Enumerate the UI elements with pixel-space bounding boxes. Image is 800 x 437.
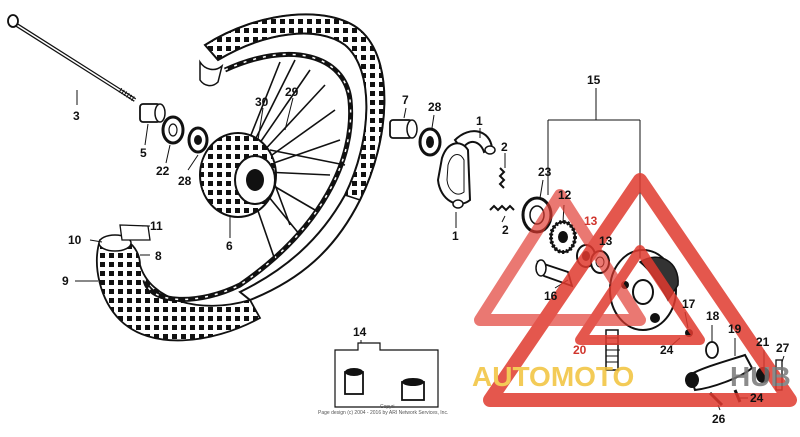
label-15: 15: [587, 73, 601, 87]
watermark: AUTOMOTO HUB: [472, 173, 797, 407]
label-7: 7: [402, 93, 409, 107]
label-20: 20: [573, 343, 587, 357]
label-24-upper: 24: [660, 343, 674, 357]
label-29: 29: [285, 85, 299, 99]
watermark-triangle-inner: [575, 245, 705, 345]
label-28-left: 28: [178, 174, 192, 188]
collar-7: [389, 119, 418, 139]
washer-18: [705, 341, 719, 359]
label-9: 9: [62, 274, 69, 288]
copyright-line2: Page design (c) 2004 - 2016 by ARI Netwo…: [318, 410, 448, 416]
label-6: 6: [226, 239, 233, 253]
watermark-triangle-outer: [483, 173, 797, 407]
label-2-upper: 2: [501, 140, 508, 154]
label-28-right: 28: [428, 100, 442, 114]
label-14: 14: [353, 325, 367, 339]
label-1-upper: 1: [476, 114, 483, 128]
label-12: 12: [558, 188, 572, 202]
label-2-lower: 2: [502, 223, 509, 237]
bracket-19: [685, 353, 754, 392]
label-8: 8: [155, 249, 162, 263]
hub: [199, 132, 277, 218]
label-21: 21: [756, 335, 770, 349]
watermark-text-hub: HUB: [730, 361, 791, 392]
label-26: 26: [712, 412, 726, 426]
watermark-triangle-left: [474, 189, 646, 326]
copyright: Copyri Page design (c) 2004 - 2016 by AR…: [318, 404, 448, 416]
label-23: 23: [538, 165, 552, 179]
label-27: 27: [776, 341, 790, 355]
weight-kit-box: [334, 342, 439, 408]
label-1-lower: 1: [452, 229, 459, 243]
label-3: 3: [73, 109, 80, 123]
label-10: 10: [68, 233, 82, 247]
label-5: 5: [140, 146, 147, 160]
label-13a: 13: [584, 214, 598, 228]
spring-2-lower: [489, 204, 515, 212]
tire-bottom: [96, 224, 262, 342]
part-labels: 3 5 22 28 30 29 6 7 28 1 2 2 1 11 10 8 9…: [62, 73, 790, 426]
label-19: 19: [728, 322, 742, 336]
label-16: 16: [544, 289, 558, 303]
label-11: 11: [150, 219, 163, 233]
label-22: 22: [156, 164, 170, 178]
label-24-lower: 24: [750, 391, 764, 405]
spring-2-upper: [498, 167, 506, 189]
watermark-text-automoto: AUTOMOTO: [472, 361, 634, 392]
rim: [142, 51, 354, 302]
label-17: 17: [682, 297, 696, 311]
bearing-28-left: [187, 126, 209, 154]
brake-shoes: [436, 130, 496, 209]
axle: [7, 14, 137, 103]
gear-12: [549, 220, 577, 254]
copyright-line1: Copyri: [380, 404, 394, 410]
label-18: 18: [706, 309, 720, 323]
label-30: 30: [255, 95, 269, 109]
bearing-28-right: [418, 127, 442, 157]
label-13b: 13: [599, 234, 613, 248]
collar-5: [139, 103, 166, 123]
seal-22: [161, 115, 185, 145]
